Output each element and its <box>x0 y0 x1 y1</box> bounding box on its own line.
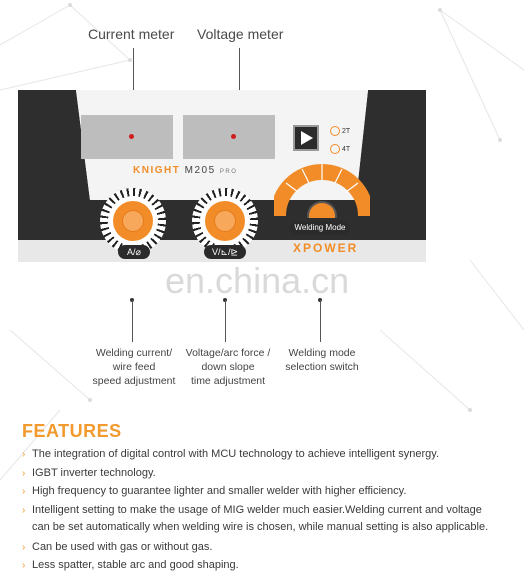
current-meter-indicator <box>129 134 134 139</box>
bullet-arrow-icon: › <box>22 542 26 553</box>
mode-4t-indicator: 4T <box>330 144 350 154</box>
mode-dial-leader <box>320 300 321 342</box>
mode-dial-caption: Welding mode selection switch <box>270 346 374 374</box>
play-button[interactable] <box>293 125 319 151</box>
play-icon <box>301 131 313 145</box>
bullet-arrow-icon: › <box>22 560 26 571</box>
caption-line: speed adjustment <box>92 375 176 387</box>
voltage-knob-cap <box>214 210 236 232</box>
bullet-arrow-icon: › <box>22 486 26 497</box>
feature-text: Can be used with gas or without gas. <box>32 541 213 553</box>
feature-item: › Intelligent setting to make the usage o… <box>22 503 482 518</box>
feature-item: › Less spatter, stable arc and good shapi… <box>22 558 239 573</box>
voltage-knob[interactable] <box>192 188 258 254</box>
model-name: M205 <box>184 165 216 176</box>
feature-item: › High frequency to guarantee lighter and… <box>22 484 406 499</box>
caption-line: down slope <box>201 361 255 373</box>
feature-text: Less spatter, stable arc and good shapin… <box>32 559 239 571</box>
features-title: FEATURES <box>22 421 122 441</box>
feature-item: › Can be used with gas or without gas. <box>22 540 212 555</box>
caption-line: wire feed <box>112 361 156 373</box>
xpower-logo: XPOWER <box>293 241 359 255</box>
voltage-meter-leader <box>239 48 240 116</box>
feature-item: › The integration of digital control with… <box>22 447 439 462</box>
welding-mode-dial[interactable] <box>274 158 370 218</box>
mode-4t-label: 4T <box>341 145 351 153</box>
mode-2t-label: 2T <box>341 127 351 135</box>
brand-model: KNIGHT M205 PRO <box>133 165 237 176</box>
feature-text: Intelligent setting to make the usage of… <box>32 504 482 516</box>
current-knob-caption: Welding current/ wire feed speed adjustm… <box>82 346 186 388</box>
voltage-meter-indicator <box>231 134 236 139</box>
voltage-knob-caption: Voltage/arc force / down slope time adju… <box>176 346 280 388</box>
current-meter-callout: Current meter <box>88 26 175 42</box>
caption-line: Welding mode <box>288 347 356 359</box>
welder-front-panel: KNIGHT M205 PRO A/⌀ V/⊾/⊵ 2T 4T <box>18 90 426 262</box>
caption-line: Welding current/ <box>95 347 173 359</box>
current-knob-label: A/⌀ <box>118 245 150 259</box>
feature-text: High frequency to guarantee lighter and … <box>32 485 407 497</box>
bullet-arrow-icon: › <box>22 468 26 479</box>
watermark: en.china.cn <box>165 260 350 301</box>
current-knob-leader <box>132 300 133 342</box>
voltage-meter-display <box>183 115 275 159</box>
feature-item-continuation: can be set automatically when welding wi… <box>22 520 488 535</box>
bullet-arrow-icon: › <box>22 505 26 516</box>
bullet-arrow-icon: › <box>22 449 26 460</box>
voltage-meter-callout: Voltage meter <box>197 26 284 42</box>
brand-name: KNIGHT <box>133 165 181 176</box>
current-meter-leader <box>133 48 134 116</box>
voltage-knob-leader <box>225 300 226 342</box>
caption-line: time adjustment <box>190 375 266 387</box>
model-suffix: PRO <box>219 169 238 175</box>
feature-text: can be set automatically when welding wi… <box>32 521 489 533</box>
caption-line: Voltage/arc force / <box>185 347 271 359</box>
mode-2t-indicator: 2T <box>330 126 350 136</box>
caption-line: selection switch <box>285 361 359 373</box>
feature-text: IGBT inverter technology. <box>32 467 156 479</box>
current-knob[interactable] <box>100 188 166 254</box>
current-knob-cap <box>122 210 144 232</box>
voltage-knob-label: V/⊾/⊵ <box>204 245 246 259</box>
feature-text: The integration of digital control with … <box>32 448 440 460</box>
welding-mode-button[interactable]: Welding Mode <box>290 221 350 235</box>
current-meter-display <box>81 115 173 159</box>
feature-item: › IGBT inverter technology. <box>22 466 156 481</box>
